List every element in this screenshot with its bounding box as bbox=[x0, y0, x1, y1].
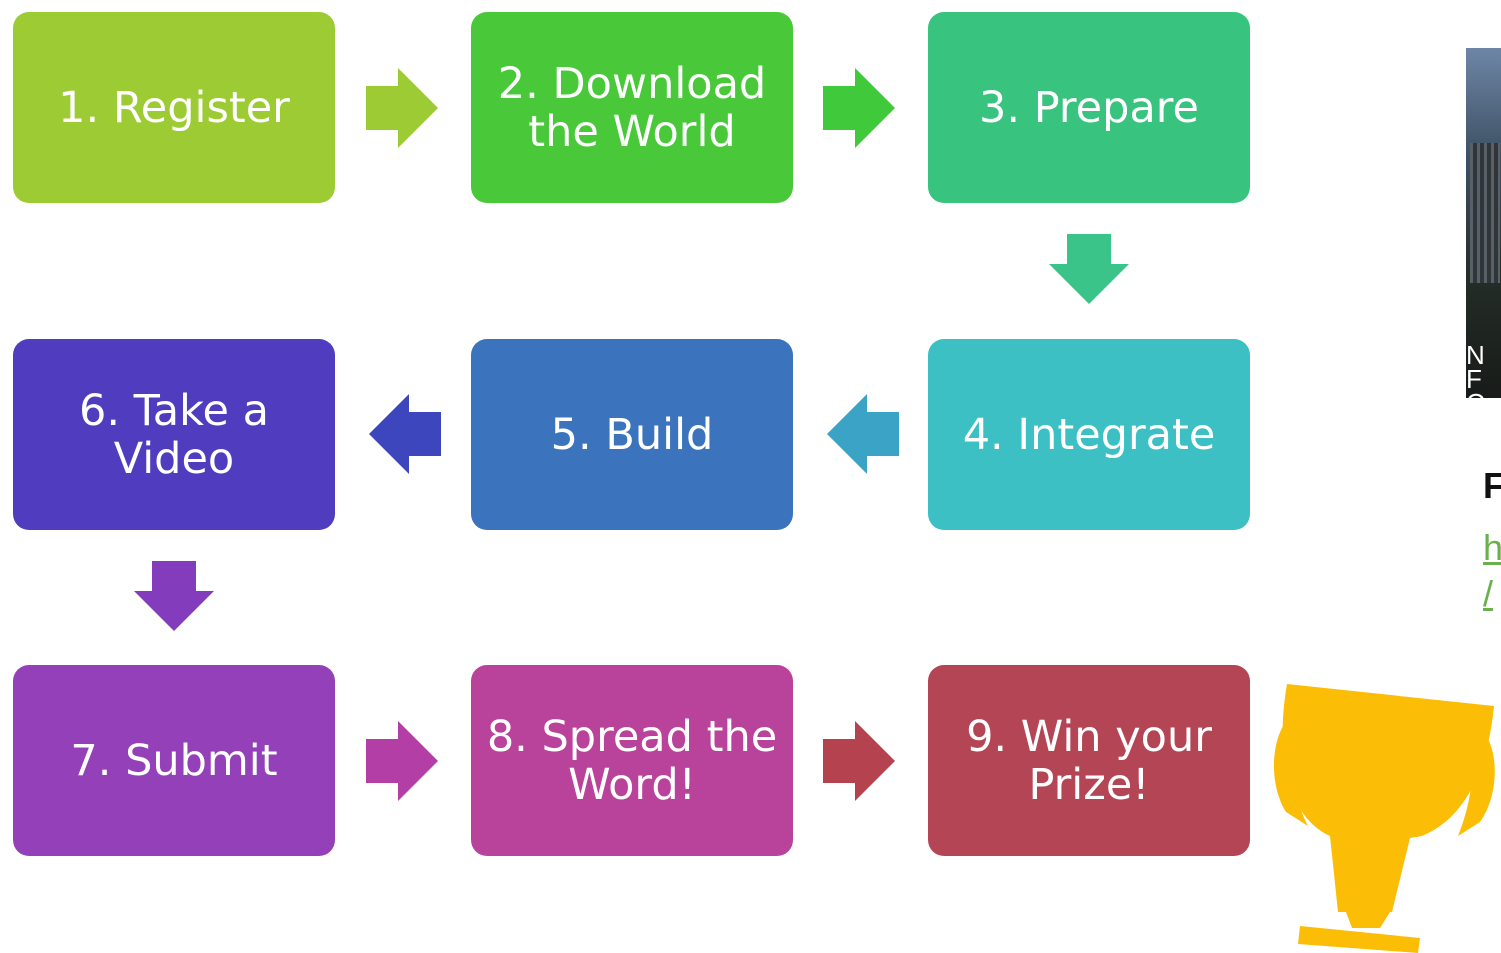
step-submit: 7. Submit bbox=[13, 665, 335, 856]
arrow-right-icon bbox=[823, 68, 895, 148]
building-shape bbox=[1470, 143, 1500, 283]
step-download-the-world-label: 2. Download the World bbox=[497, 58, 767, 157]
step-take-a-video-label: 6. Take a Video bbox=[78, 385, 270, 484]
step-spread-the-word: 8. Spread the Word! bbox=[471, 665, 793, 856]
step-build-label: 5. Build bbox=[550, 409, 714, 460]
side-link[interactable]: h / bbox=[1483, 527, 1501, 614]
trophy-shape bbox=[1273, 684, 1495, 953]
arrow-right-icon bbox=[823, 721, 895, 801]
arrow-down-6-7 bbox=[134, 561, 214, 631]
arrow-right-icon bbox=[366, 721, 438, 801]
step-prepare-label: 3. Prepare bbox=[979, 82, 1199, 133]
arrow-right-2-3 bbox=[823, 68, 895, 148]
arrow-right-8-9 bbox=[823, 721, 895, 801]
step-win-your-prize-label: 9. Win your Prize! bbox=[966, 711, 1212, 810]
photo-caption: N F C bbox=[1466, 340, 1485, 398]
arrow-down-icon bbox=[134, 561, 214, 631]
step-spread-the-word-label: 8. Spread the Word! bbox=[486, 711, 778, 810]
arrow-left-4-5 bbox=[827, 394, 899, 474]
arrow-left-icon bbox=[369, 394, 441, 474]
arrow-right-icon bbox=[366, 68, 438, 148]
step-register: 1. Register bbox=[13, 12, 335, 203]
step-build: 5. Build bbox=[471, 339, 793, 530]
arrow-left-icon bbox=[827, 394, 899, 474]
arrow-right-1-2 bbox=[366, 68, 438, 148]
step-prepare: 3. Prepare bbox=[928, 12, 1250, 203]
step-register-label: 1. Register bbox=[58, 82, 290, 133]
trophy-icon bbox=[1273, 684, 1495, 953]
arrow-down-icon bbox=[1049, 234, 1129, 304]
step-integrate-label: 4. Integrate bbox=[962, 409, 1216, 460]
step-take-a-video: 6. Take a Video bbox=[13, 339, 335, 530]
step-submit-label: 7. Submit bbox=[70, 735, 278, 786]
building-photo: N F C bbox=[1466, 48, 1501, 398]
arrow-right-7-8 bbox=[366, 721, 438, 801]
step-win-your-prize: 9. Win your Prize! bbox=[928, 665, 1250, 856]
arrow-down-3-4 bbox=[1049, 234, 1129, 304]
side-title: F bbox=[1483, 465, 1501, 506]
arrow-left-5-6 bbox=[369, 394, 441, 474]
step-integrate: 4. Integrate bbox=[928, 339, 1250, 530]
step-download-the-world: 2. Download the World bbox=[471, 12, 793, 203]
